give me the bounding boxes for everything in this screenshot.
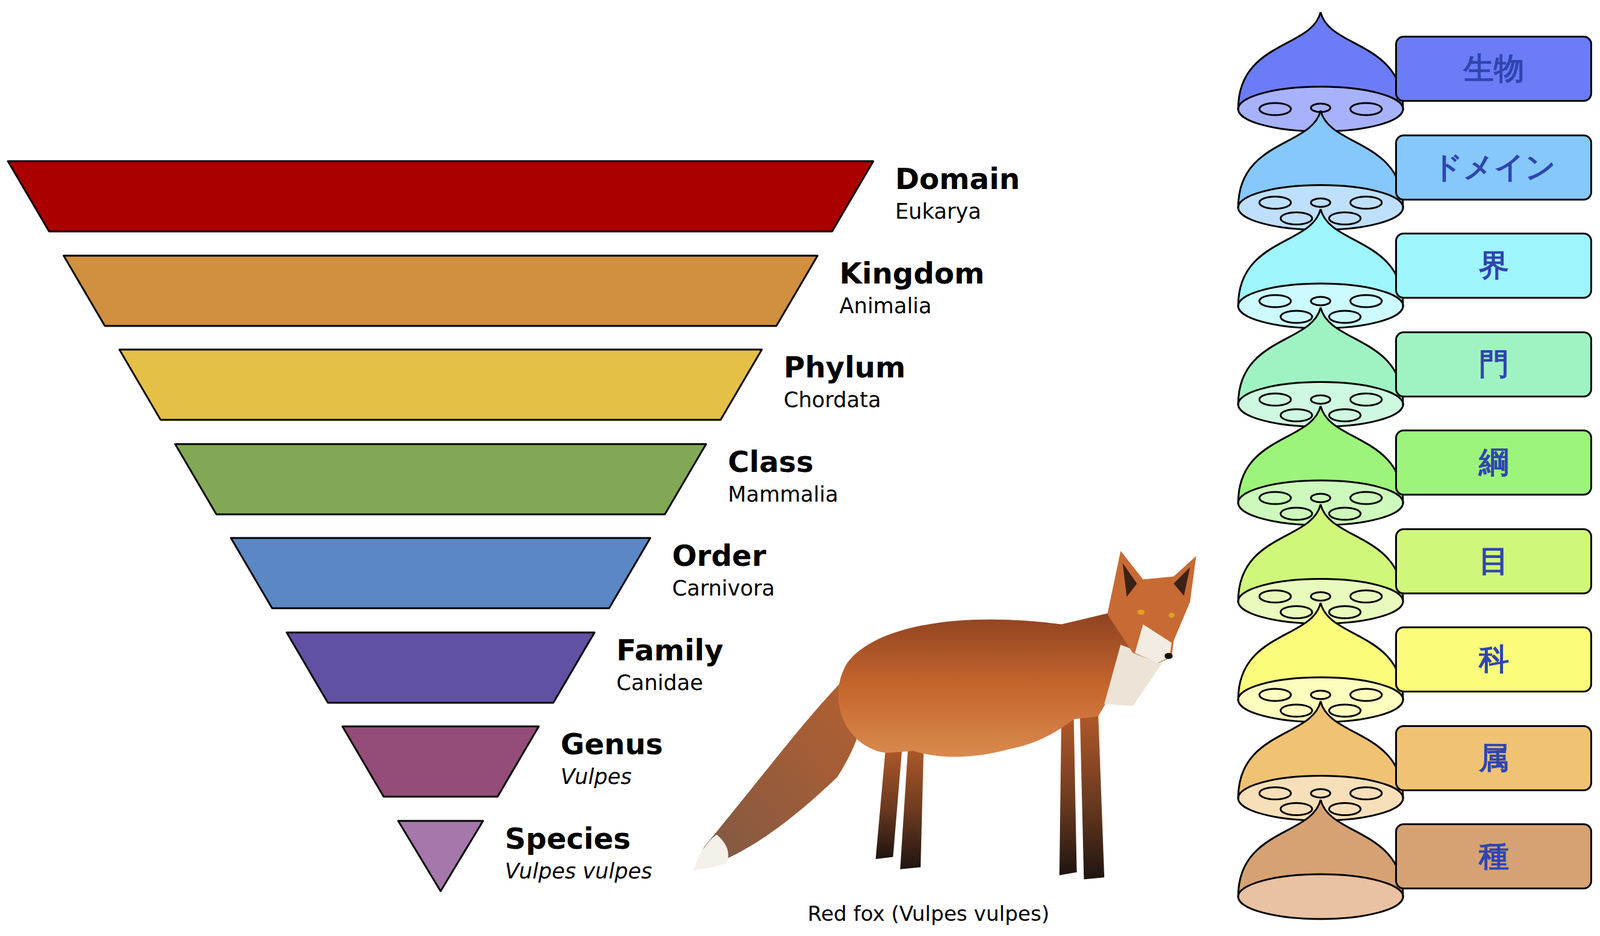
rank-heading: Genus (560, 727, 664, 762)
band-shape (63, 255, 818, 327)
taxon-name: Animalia (839, 293, 985, 319)
taxon-name: Canidae (616, 670, 724, 696)
taxon-name: Vulpes vulpes (504, 858, 653, 885)
band-label: SpeciesVulpes vulpes (504, 822, 653, 885)
band-label: GenusVulpes (560, 727, 664, 790)
band-label: DomainEukarya (895, 162, 1020, 225)
rank-box: 門 (1395, 331, 1593, 398)
rank-box: 種 (1395, 823, 1593, 890)
rank-name-ja: 綱 (1478, 446, 1510, 480)
taxon-band: KingdomAnimalia (63, 255, 818, 327)
rank-name-ja: ドメイン (1432, 150, 1556, 185)
dome-stack (1238, 12, 1404, 920)
rank-box: 目 (1395, 528, 1593, 595)
rank-heading: Kingdom (839, 256, 985, 291)
taxon-name: Eukarya (895, 198, 1020, 225)
taxon-name: Carnivora (672, 575, 776, 602)
band-shape (398, 821, 484, 892)
rank-box: 生物 (1395, 35, 1593, 102)
band-label: ClassMammalia (727, 445, 839, 508)
rank-box: 属 (1395, 725, 1593, 792)
band-shape (119, 349, 762, 420)
rank-name-ja: 生物 (1463, 52, 1525, 86)
band-shape (342, 726, 539, 797)
rank-name-ja: 種 (1478, 840, 1510, 874)
band-shape (7, 161, 874, 232)
rank-name-ja: 界 (1478, 249, 1510, 283)
band-shape (175, 444, 707, 515)
taxon-band: SpeciesVulpes vulpes (398, 821, 484, 892)
rank-heading: Class (727, 445, 839, 479)
rank-name-ja: 目 (1478, 544, 1510, 579)
band-shape (230, 538, 651, 609)
band-shape (286, 632, 595, 704)
taxon-band: PhylumChordata (119, 349, 762, 420)
taxon-name: Chordata (783, 387, 906, 413)
taxon-name: Mammalia (727, 481, 839, 508)
rank-heading: Phylum (783, 350, 906, 385)
rank-name-ja: 属 (1478, 741, 1510, 776)
taxon-name: Vulpes (560, 764, 664, 790)
rank-heading: Family (616, 633, 724, 668)
rank-box: 科 (1395, 626, 1593, 693)
taxon-band: ClassMammalia (175, 444, 707, 515)
rank-heading: Species (504, 822, 653, 856)
figure-caption: Red fox (Vulpes vulpes) (746, 901, 1111, 927)
taxon-band: FamilyCanidae (286, 632, 595, 704)
rank-box: 界 (1395, 232, 1593, 299)
taxon-band: DomainEukarya (7, 161, 874, 232)
band-label: KingdomAnimalia (839, 256, 985, 319)
rank-box: 綱 (1395, 429, 1593, 496)
taxon-band: OrderCarnivora (230, 538, 651, 609)
band-label: OrderCarnivora (672, 539, 776, 602)
rank-name-ja: 門 (1478, 347, 1510, 382)
rank-box: ドメイン (1395, 134, 1593, 201)
rank-name-ja: 科 (1478, 643, 1510, 677)
rank-heading: Order (672, 539, 776, 573)
rank-heading: Domain (895, 162, 1020, 196)
taxon-band: GenusVulpes (342, 726, 539, 797)
band-label: PhylumChordata (783, 350, 906, 413)
band-label: FamilyCanidae (616, 633, 724, 696)
